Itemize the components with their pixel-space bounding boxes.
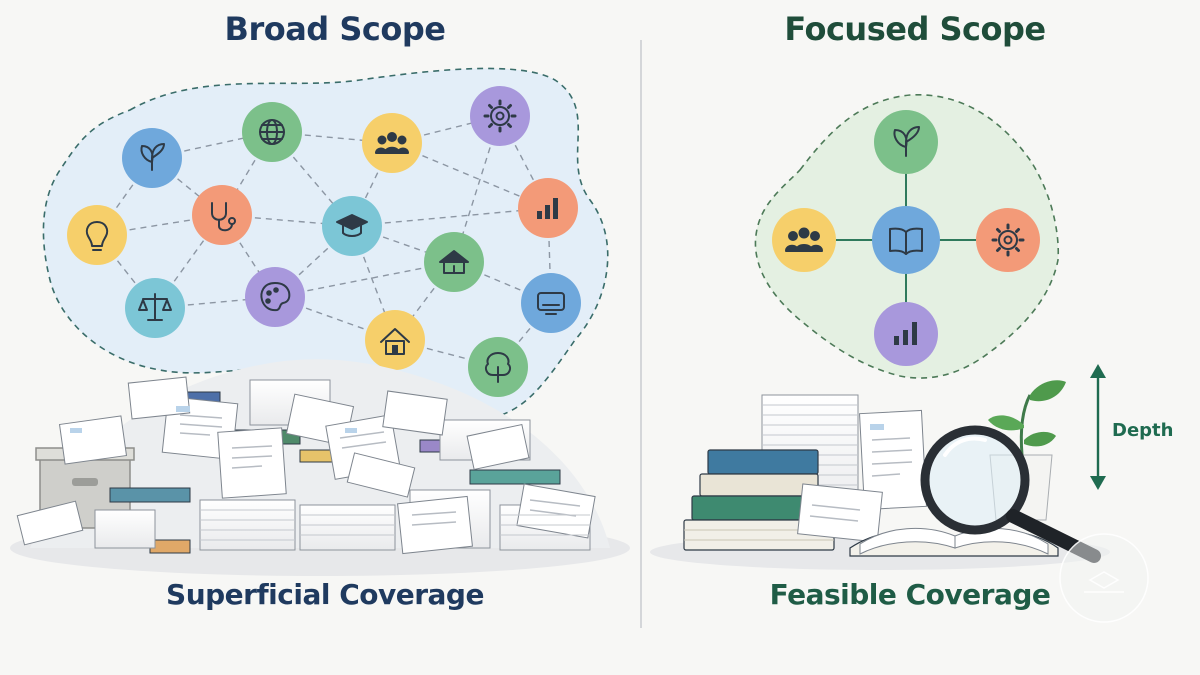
leaf-icon	[874, 110, 938, 174]
palette-icon	[245, 267, 305, 327]
broad-scope-nodes	[67, 86, 581, 397]
people-icon	[362, 113, 422, 173]
leaf-icon	[122, 128, 182, 188]
broad-scope-title: Broad Scope	[224, 10, 446, 48]
study-illustration	[650, 380, 1110, 570]
depth-label: Depth	[1112, 420, 1174, 441]
scales-icon	[125, 278, 185, 338]
lightbulb-icon	[67, 205, 127, 265]
bar-chart-icon	[518, 178, 578, 238]
tree-icon	[468, 337, 528, 397]
feasible-coverage-caption: Feasible Coverage	[769, 578, 1051, 611]
bar-chart-icon	[874, 302, 938, 366]
house-icon	[365, 310, 425, 370]
broad-scope-cloud	[42, 67, 609, 421]
paper-pile-illustration	[10, 359, 630, 576]
stethoscope-icon	[192, 185, 252, 245]
people-icon	[772, 208, 836, 272]
superficial-coverage-caption: Superficial Coverage	[166, 578, 484, 611]
gear-icon	[976, 208, 1040, 272]
focused-scope-title: Focused Scope	[784, 10, 1046, 48]
school-icon	[424, 232, 484, 292]
watermark-badge	[1059, 533, 1149, 623]
monitor-icon	[521, 273, 581, 333]
graduation-cap-icon	[322, 196, 382, 256]
globe-icon	[242, 102, 302, 162]
book-icon	[872, 206, 940, 274]
focused-scope-nodes	[772, 110, 1040, 366]
gear-icon	[470, 86, 530, 146]
depth-arrow	[1090, 364, 1106, 490]
